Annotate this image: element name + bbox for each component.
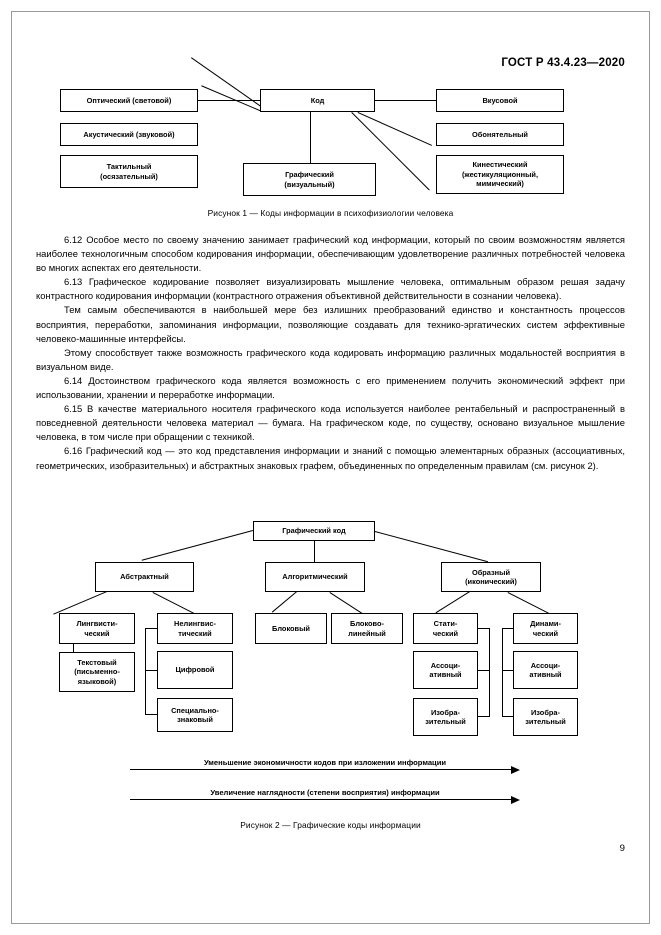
figure-1-diagram: Код Оптический (световой) Акустический (… <box>0 0 661 200</box>
fig2-connector-algorithmic-block-linear <box>329 592 364 615</box>
fig2-node-static-pictorial-label: Изобра- зительный <box>425 707 466 726</box>
fig2-node-digital: Цифровой <box>157 651 233 689</box>
fig2-node-nonlinguistic-label: Нелингвис- тический <box>174 619 216 638</box>
fig2-node-block-linear: Блоково- линейный <box>331 613 403 644</box>
fig2-node-root-label: Графический код <box>282 526 346 536</box>
paragraph-6-12: 6.12 Особое место по своему значению зан… <box>36 234 625 274</box>
fig2-node-dynamic-associative: Ассоци- ативный <box>513 651 578 689</box>
fig2-node-abstract-label: Абстрактный <box>120 572 169 582</box>
fig1-node-gustatory: Вкусовой <box>436 89 564 112</box>
fig2-bracket-dynamic <box>502 628 504 717</box>
fig2-connector-figurative-static <box>435 591 470 614</box>
fig2-node-algorithmic: Алгоритмический <box>265 562 365 592</box>
fig2-node-textual-label: Текстовый (письменно- языковой) <box>74 657 120 686</box>
paragraph-constancy: Тем самым обеспечиваются в наибольшей ме… <box>36 304 625 344</box>
paragraph-6-13: 6.13 Графическое кодирование позволяет в… <box>36 276 625 302</box>
fig1-connector-optical <box>197 100 261 102</box>
paragraph-6-14: 6.14 Достоинством графического кода явля… <box>36 374 625 401</box>
fig2-node-dynamic-pictorial: Изобра- зительный <box>513 698 578 736</box>
fig2-node-static: Стати- ческий <box>413 613 478 644</box>
standard-header: ГОСТ Р 43.4.23—2020 <box>501 57 625 69</box>
fig2-bracket-static-top <box>477 628 490 630</box>
fig2-node-dynamic: Динами- ческий <box>513 613 578 644</box>
fig2-connector-figurative-dynamic <box>507 592 549 614</box>
fig1-node-optical: Оптический (световой) <box>60 89 198 112</box>
fig2-node-abstract: Абстрактный <box>95 562 194 592</box>
fig2-node-dynamic-pictorial-label: Изобра- зительный <box>525 707 566 726</box>
fig1-node-olfactory-label: Обонятельный <box>472 129 528 139</box>
fig2-node-figurative: Образный (иконический) <box>441 562 541 592</box>
arrow-economy-line <box>130 769 512 771</box>
fig1-node-tactile: Тактильный (осязательный) <box>60 155 198 188</box>
fig2-node-figurative-label: Образный (иконический) <box>465 567 517 586</box>
fig2-bracket-nonlinguistic <box>145 628 147 715</box>
fig2-node-static-associative: Ассоци- ативный <box>413 651 478 689</box>
figure-2-diagram: Графический код Абстрактный Алгоритмичес… <box>53 521 578 736</box>
fig2-node-dynamic-associative-label: Ассоци- ативный <box>529 660 562 679</box>
fig1-node-graphic: Графический (визуальный) <box>243 163 376 196</box>
body-text-block: 6.12 Особое место по своему значению зан… <box>36 233 625 473</box>
fig2-node-block: Блоковый <box>255 613 327 644</box>
fig1-node-tactile-label: Тактильный (осязательный) <box>100 162 158 181</box>
fig2-connector-algorithmic-block <box>271 591 297 613</box>
figure-1-caption: Рисунок 1 — Коды информации в психофизио… <box>207 208 454 218</box>
fig1-node-optical-label: Оптический (световой) <box>86 95 172 105</box>
fig1-connector-gustatory <box>374 100 437 102</box>
fig2-node-static-label: Стати- ческий <box>432 619 459 638</box>
fig2-node-nonlinguistic: Нелингвис- тический <box>157 613 233 644</box>
paragraph-modalities: Этому способствует также возможность гра… <box>36 346 625 372</box>
fig2-connector-root-algorithmic <box>314 541 316 563</box>
fig2-node-linguistic: Лингвисти- ческий <box>59 613 135 644</box>
fig1-connector-graphic <box>310 112 312 164</box>
page-number: 9 <box>619 843 625 854</box>
fig2-connector-abstract-linguistic <box>53 590 107 615</box>
fig2-bracket-static-mid <box>477 670 490 672</box>
fig2-node-block-label: Блоковый <box>272 623 310 633</box>
fig2-bracket-nonlinguistic-bottom <box>145 714 157 716</box>
fig1-node-root-label: Код <box>310 95 325 105</box>
fig2-connector-root-abstract <box>141 529 253 561</box>
fig2-node-textual: Текстовый (письменно- языковой) <box>59 652 135 692</box>
fig1-node-gustatory-label: Вкусовой <box>482 95 518 105</box>
arrow-clarity-label: Увеличение наглядности (степени восприят… <box>210 788 440 797</box>
fig2-bracket-dynamic-mid <box>502 670 514 672</box>
fig2-node-static-pictorial: Изобра- зительный <box>413 698 478 736</box>
paragraph-6-15: 6.15 В качестве материального носителя г… <box>36 403 625 443</box>
fig2-bracket-dynamic-top <box>502 628 514 630</box>
arrow-clarity-line <box>130 799 512 801</box>
fig2-node-static-associative-label: Ассоци- ативный <box>429 660 462 679</box>
fig2-node-linguistic-label: Лингвисти- ческий <box>76 619 118 638</box>
fig1-node-kinesthetic: Кинестический (жестикуляционный, мимичес… <box>436 155 564 194</box>
paragraph-6-16: 6.16 Графический код — это код представл… <box>36 445 625 471</box>
fig2-connector-linguistic-textual <box>73 643 75 653</box>
fig2-node-digital-label: Цифровой <box>175 665 215 675</box>
fig2-bracket-dynamic-bottom <box>502 716 514 718</box>
fig2-node-special-sign-label: Специально- знаковый <box>171 705 219 724</box>
arrow-clarity-head <box>511 795 520 804</box>
fig2-connector-abstract-nonlinguistic <box>152 592 196 615</box>
fig1-node-root: Код <box>260 89 375 112</box>
fig2-bracket-nonlinguistic-mid <box>145 670 157 672</box>
arrow-economy-label: Уменьшение экономичности кодов при излож… <box>203 758 447 767</box>
fig2-node-special-sign: Специально- знаковый <box>157 698 233 732</box>
fig1-node-olfactory: Обонятельный <box>436 123 564 146</box>
fig2-node-root: Графический код <box>253 521 375 541</box>
fig1-node-graphic-label: Графический (визуальный) <box>284 170 335 189</box>
fig1-node-acoustic: Акустический (звуковой) <box>60 123 198 146</box>
fig1-node-acoustic-label: Акустический (звуковой) <box>83 129 175 139</box>
fig2-node-algorithmic-label: Алгоритмический <box>282 572 348 582</box>
fig2-node-block-linear-label: Блоково- линейный <box>348 619 386 638</box>
fig2-bracket-nonlinguistic-top <box>145 628 157 630</box>
arrow-economy-head <box>511 765 520 774</box>
fig1-node-kinesthetic-label: Кинестический (жестикуляционный, мимичес… <box>461 160 539 189</box>
fig2-bracket-static <box>489 628 491 717</box>
fig2-connector-root-figurative <box>374 531 489 563</box>
fig2-node-dynamic-label: Динами- ческий <box>530 619 561 638</box>
fig2-bracket-static-bottom <box>477 716 490 718</box>
figure-2-caption: Рисунок 2 — Графические коды информации <box>240 820 421 830</box>
